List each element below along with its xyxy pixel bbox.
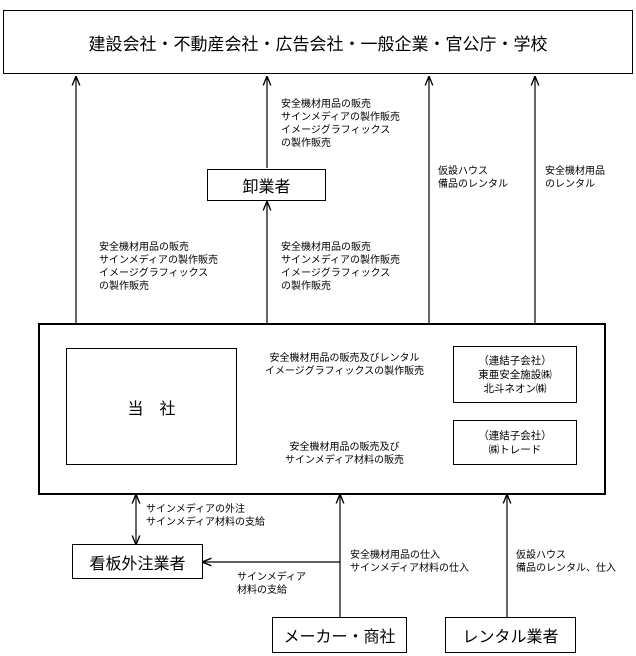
subsidiary-2-tag: （連結子会社） bbox=[478, 429, 552, 442]
wholesaler-box: 卸業者 bbox=[207, 169, 326, 201]
subsidiary-1-box: （連結子会社） 東亜安全施設㈱ 北斗ネオン㈱ bbox=[453, 346, 577, 403]
subsidiary-1-names: 東亜安全施設㈱ 北斗ネオン㈱ bbox=[478, 368, 552, 395]
label-rental-safety: 安全機材用品 のレンタル bbox=[545, 166, 605, 190]
label-rental-house: 仮設ハウス 備品のレンタル bbox=[438, 166, 508, 190]
label-subsidiary-1-link: 安全機材用品の販売及びレンタル イメージグラフィックスの製作販売 bbox=[264, 353, 425, 377]
label-maker-supply: 安全機材用品の仕入 サインメディア材料の仕入 bbox=[350, 550, 469, 574]
rental-box: レンタル業者 bbox=[445, 617, 576, 653]
maker-label: メーカー・商社 bbox=[283, 627, 396, 646]
maker-box: メーカー・商社 bbox=[272, 617, 407, 653]
customers-box: 建設会社・不動産会社・広告会社・一般企業・官公庁・学校 bbox=[3, 10, 633, 74]
label-subsidiary-2-link: 安全機材用品の販売及び サインメディア材料の販売 bbox=[285, 442, 404, 466]
label-company-to-customers: 安全機材用品の販売 サインメディアの製作販売 イメージグラフィックス の製作販売 bbox=[99, 242, 218, 292]
label-rental-supply: 仮設ハウス 備品のレンタル、仕入 bbox=[516, 550, 616, 574]
subsidiary-2-names: ㈱トレード bbox=[488, 443, 542, 456]
wholesaler-label: 卸業者 bbox=[242, 177, 291, 196]
subsidiary-2-box: （連結子会社） ㈱トレード bbox=[453, 420, 577, 465]
subsidiary-1-tag: （連結子会社） bbox=[478, 354, 552, 367]
company-box: 当 社 bbox=[66, 348, 237, 465]
sign-contractor-label: 看板外注業者 bbox=[89, 553, 186, 573]
label-wholesaler-to-customers: 安全機材用品の販売 サインメディアの製作販売 イメージグラフィックス の製作販売 bbox=[281, 99, 400, 149]
label-sign-outsource: サインメディアの外注 サインメディア材料の支給 bbox=[146, 504, 265, 528]
company-label: 当 社 bbox=[127, 398, 176, 418]
customers-label: 建設会社・不動産会社・広告会社・一般企業・官公庁・学校 bbox=[88, 34, 548, 55]
label-sign-supply: サインメディア 材料の支給 bbox=[237, 572, 306, 596]
label-company-to-wholesaler: 安全機材用品の販売 サインメディアの製作販売 イメージグラフィックス の製作販売 bbox=[281, 242, 400, 292]
sign-contractor-box: 看板外注業者 bbox=[72, 544, 203, 579]
rental-label: レンタル業者 bbox=[462, 627, 559, 646]
